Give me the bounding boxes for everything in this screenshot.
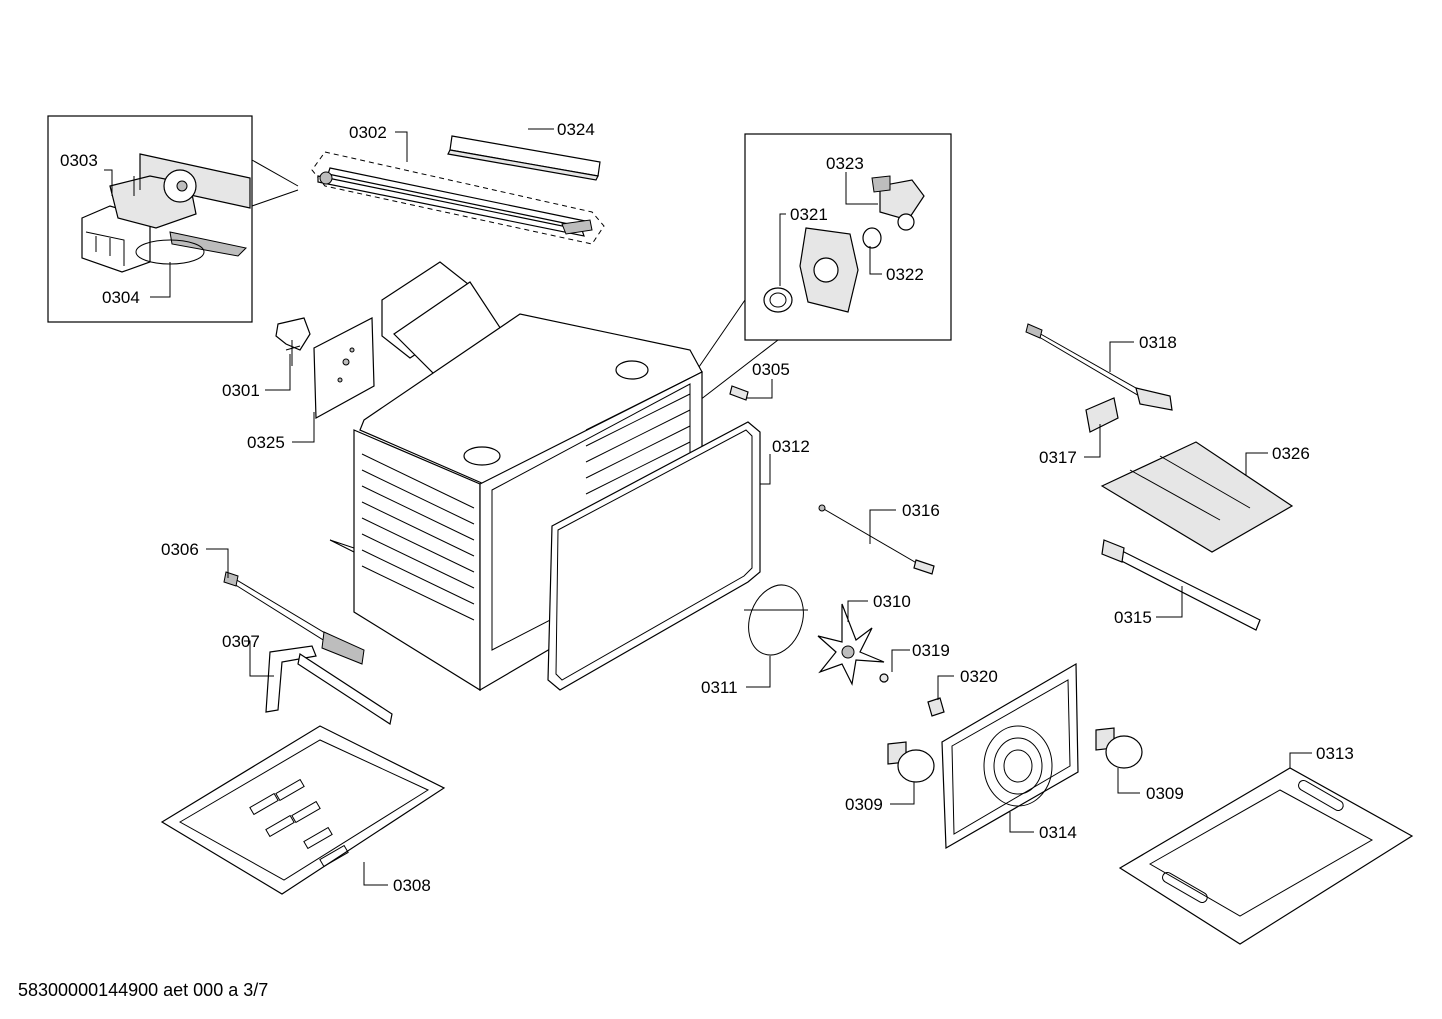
part-label: 0323 xyxy=(826,154,864,173)
part-0311-fan-ring xyxy=(744,584,808,656)
part-label: 0304 xyxy=(102,288,140,307)
part-0310-fan-wheel xyxy=(817,603,885,686)
part-label: 0314 xyxy=(1039,823,1077,842)
part-0324-cover xyxy=(447,135,601,181)
part-0305-pin xyxy=(729,385,749,401)
part-label: 0310 xyxy=(873,592,911,611)
part-0320-cap xyxy=(927,697,945,717)
part-0318-wire-harness xyxy=(1025,323,1173,411)
part-label: 0319 xyxy=(912,641,950,660)
part-label: 0320 xyxy=(960,667,998,686)
part-label: 0309 xyxy=(845,795,883,814)
part-label: 0303 xyxy=(60,151,98,170)
part-0307-bracket xyxy=(265,645,393,725)
part-0316-probe xyxy=(818,504,935,575)
document-code: 58300000144900 aet 000 a 3/7 xyxy=(18,980,269,1000)
part-0302-heating-element-rail xyxy=(311,151,605,245)
part-0309-lamp-right xyxy=(1095,727,1143,769)
part-label: 0318 xyxy=(1139,333,1177,352)
part-label: 0321 xyxy=(790,205,828,224)
part-label: 0312 xyxy=(772,437,810,456)
part-0319-nut xyxy=(879,673,889,683)
detail-box-sensor-assembly xyxy=(689,133,952,401)
part-label: 0309 xyxy=(1146,784,1184,803)
part-0313-glass-tray xyxy=(1118,767,1414,945)
part-label: 0316 xyxy=(902,501,940,520)
part-labels: 0301 0302 0303 0304 0305 0306 0307 0308 … xyxy=(60,120,1354,895)
part-0308-baking-tray xyxy=(160,725,446,895)
part-label: 0307 xyxy=(222,632,260,651)
part-label: 0311 xyxy=(701,678,738,697)
detail-box-fan-motor xyxy=(47,115,299,323)
part-label: 0326 xyxy=(1272,444,1310,463)
part-label: 0317 xyxy=(1039,448,1077,467)
part-label: 0306 xyxy=(161,540,199,559)
part-0317-plate xyxy=(1085,397,1119,433)
part-0309-lamp-left xyxy=(887,741,935,783)
part-0301-bracket xyxy=(275,317,311,366)
part-label: 0324 xyxy=(557,120,595,139)
part-label: 0322 xyxy=(886,265,924,284)
part-label: 0313 xyxy=(1316,744,1354,763)
part-0314-rear-panel xyxy=(941,662,1079,850)
part-label: 0315 xyxy=(1114,608,1152,627)
part-label: 0325 xyxy=(247,433,285,452)
part-0325-plate xyxy=(313,317,375,420)
part-label: 0308 xyxy=(393,876,431,895)
leader-lines xyxy=(104,128,1312,886)
part-label: 0301 xyxy=(222,381,260,400)
part-0326-heat-shield xyxy=(1100,441,1294,553)
part-0312-door-seal xyxy=(547,421,761,691)
part-label: 0305 xyxy=(752,360,790,379)
part-label: 0302 xyxy=(349,123,387,142)
